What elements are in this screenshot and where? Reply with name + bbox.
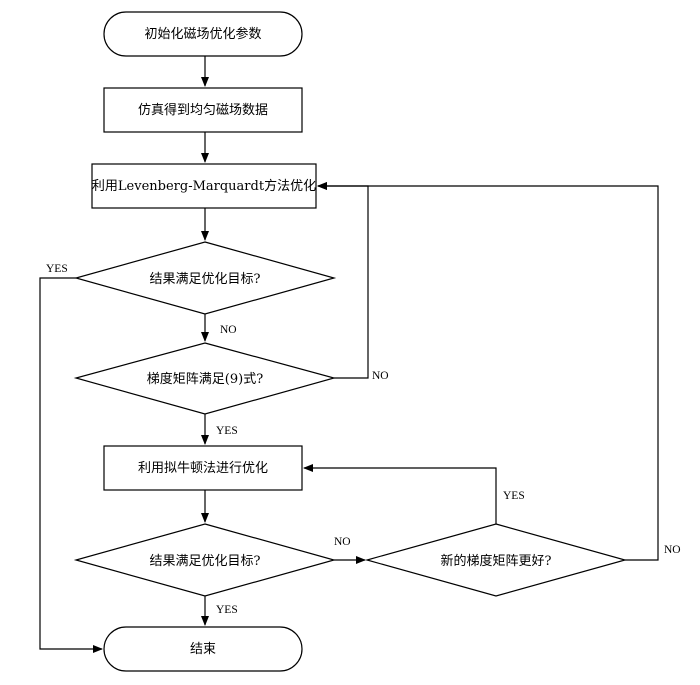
better-gradient-diamond: 新的梯度矩阵更好? bbox=[364, 523, 628, 597]
better-no-label: NO bbox=[664, 544, 681, 556]
goal-check-1-label: 结果满足优化目标? bbox=[150, 272, 261, 287]
edge-better-no bbox=[317, 182, 659, 561]
end-node: 结束 bbox=[103, 626, 303, 672]
gradient-check-diamond: 梯度矩阵满足(9)式? bbox=[73, 342, 337, 415]
lm-optimize-box: 利用Levenberg-Marquardt方法优化 bbox=[91, 163, 317, 209]
gradient-no-label: NO bbox=[372, 370, 389, 382]
start-node-label: 初始化磁场优化参数 bbox=[144, 26, 261, 42]
simulate-box: 仿真得到均匀磁场数据 bbox=[103, 87, 303, 133]
start-node: 初始化磁场优化参数 bbox=[103, 11, 303, 57]
goal-check-1-diamond: 结果满足优化目标? bbox=[73, 241, 337, 315]
gradient-check-label: 梯度矩阵满足(9)式? bbox=[147, 371, 263, 387]
better-gradient-label: 新的梯度矩阵更好? bbox=[441, 553, 552, 569]
edge-better-yes bbox=[303, 464, 497, 524]
goal1-no-label: NO bbox=[220, 324, 237, 336]
goal2-no-label: NO bbox=[334, 536, 351, 548]
goal-check-2-diamond: 结果满足优化目标? bbox=[73, 523, 337, 597]
goal2-yes-label: YES bbox=[216, 604, 238, 616]
quasi-newton-box: 利用拟牛顿法进行优化 bbox=[103, 445, 303, 491]
edge-goal1-yes bbox=[39, 277, 103, 653]
lm-optimize-box-label: 利用Levenberg-Marquardt方法优化 bbox=[92, 178, 316, 194]
goal1-yes-label: YES bbox=[46, 263, 68, 275]
goal-check-2-label: 结果满足优化目标? bbox=[150, 554, 261, 569]
end-node-label: 结束 bbox=[190, 642, 216, 657]
better-yes-label: YES bbox=[503, 490, 525, 502]
simulate-box-label: 仿真得到均匀磁场数据 bbox=[138, 102, 268, 118]
gradient-yes-label: YES bbox=[216, 425, 238, 437]
edge-gradient-no bbox=[317, 182, 369, 379]
quasi-newton-box-label: 利用拟牛顿法进行优化 bbox=[138, 461, 268, 476]
